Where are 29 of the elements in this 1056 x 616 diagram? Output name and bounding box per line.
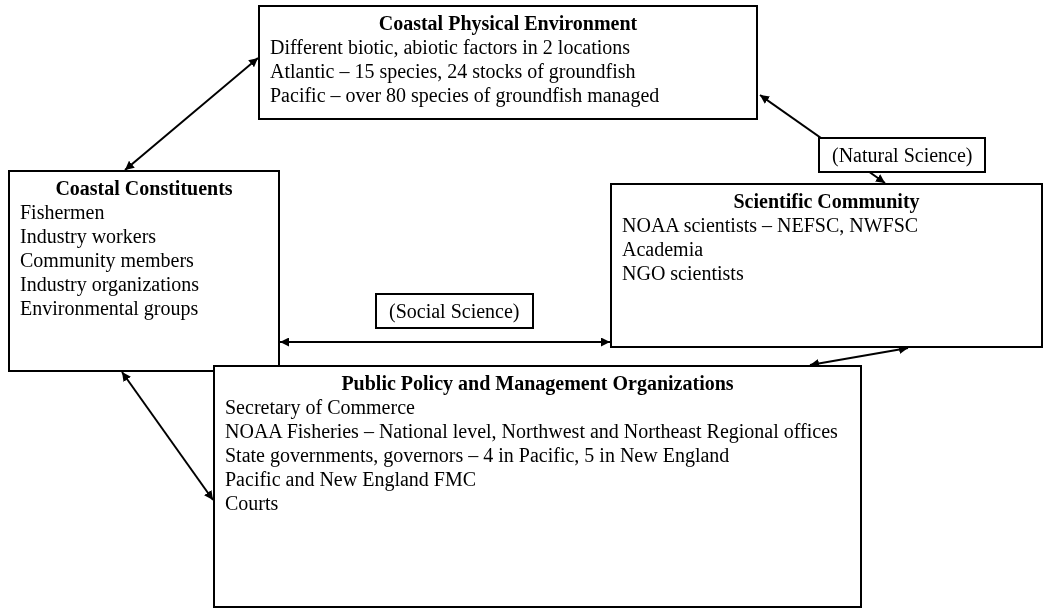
list-item: NGO scientists <box>622 261 745 285</box>
text-box <box>213 365 862 608</box>
list-item: NOAA scientists – NEFSC, NWFSC <box>622 213 920 237</box>
list-item: Environmental groups <box>20 296 200 320</box>
box-heading: Coastal Physical Environment <box>377 11 639 35</box>
list-item: Pacific and New England FMC <box>225 467 478 491</box>
list-item: Community members <box>20 248 195 272</box>
text-box <box>258 5 758 120</box>
text-box <box>610 183 1043 348</box>
list-item: NOAA Fisheries – National level, Northwest and Northeast Regional offices <box>225 419 839 443</box>
text-box <box>8 170 280 372</box>
list-item: Industry organizations <box>20 272 201 296</box>
list-item: State governments, governors – 4 in Pacific, 5 in New England <box>225 443 731 467</box>
list-item: Different biotic, abiotic factors in 2 locations <box>270 35 632 59</box>
list-item: Fishermen <box>20 200 106 224</box>
list-item: Secretary of Commerce <box>225 395 416 419</box>
list-item: Industry workers <box>20 224 158 248</box>
list-item: Academia <box>622 237 705 261</box>
box-heading: Public Policy and Management Organizations <box>340 371 735 395</box>
edge-label: (Social Science) <box>375 293 534 329</box>
edge-label: (Natural Science) <box>818 137 987 173</box>
box-heading: Coastal Constituents <box>54 176 234 200</box>
double-arrow <box>121 371 214 501</box>
box-heading: Scientific Community <box>732 189 921 213</box>
list-item: Courts <box>225 491 280 515</box>
list-item: Pacific – over 80 species of groundfish managed <box>270 83 661 107</box>
double-arrow <box>279 337 611 347</box>
list-item: Atlantic – 15 species, 24 stocks of groundfish <box>270 59 637 83</box>
double-arrow <box>124 57 259 171</box>
